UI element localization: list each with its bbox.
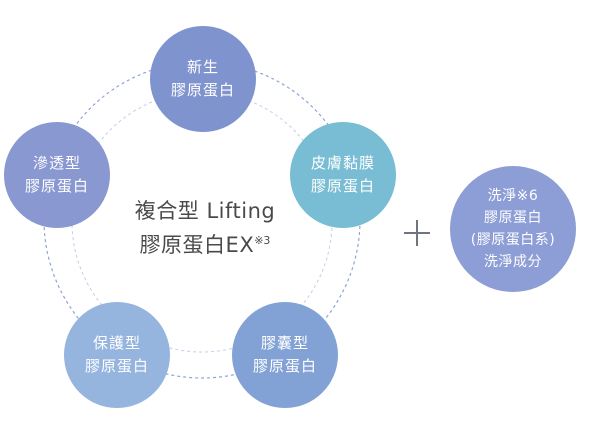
node-penetrating-collagen: 滲透型 膠原蛋白 <box>4 122 110 228</box>
node-wash-label-3: (膠原蛋白系) <box>470 232 556 248</box>
node-skin-mucosa-collagen: 皮膚黏膜 膠原蛋白 <box>290 122 396 228</box>
node-protective-collagen: 保護型 膠原蛋白 <box>64 302 170 408</box>
node-new-collagen: 新生 膠原蛋白 <box>150 26 256 132</box>
node-penetrate-label-2: 膠原蛋白 <box>24 177 89 195</box>
node-sac-label-1: 膠囊型 <box>260 334 309 352</box>
center-title-main: 膠原蛋白EX <box>139 233 255 257</box>
node-capsule-collagen: 膠囊型 膠原蛋白 <box>232 302 338 408</box>
node-protect-label-2: 膠原蛋白 <box>84 357 149 375</box>
plus-icon-vertical <box>416 220 418 246</box>
center-title-line-2: 膠原蛋白EX※3 <box>110 226 300 260</box>
plus-icon <box>404 220 430 246</box>
center-title-line-1: 複合型 Lifting <box>134 199 276 223</box>
node-protect-label-1: 保護型 <box>92 334 141 352</box>
node-cleansing-collagen: 洗淨※6 膠原蛋白 (膠原蛋白系) 洗淨成分 <box>450 166 576 292</box>
node-skin-label-1: 皮膚黏膜 <box>310 154 375 172</box>
node-wash-label-4: 洗淨成分 <box>484 254 542 270</box>
node-new-label-2: 膠原蛋白 <box>170 81 235 99</box>
node-penetrate-label-1: 滲透型 <box>32 154 81 172</box>
node-skin-label-2: 膠原蛋白 <box>310 177 375 195</box>
node-new-label-1: 新生 <box>186 58 219 76</box>
node-wash-label-2: 膠原蛋白 <box>484 210 542 226</box>
node-wash-label-1: 洗淨※6 <box>487 188 539 204</box>
center-title: 複合型 Lifting 膠原蛋白EX※3 <box>110 196 300 260</box>
node-sac-label-2: 膠原蛋白 <box>252 357 317 375</box>
center-title-footnote: ※3 <box>254 234 271 247</box>
